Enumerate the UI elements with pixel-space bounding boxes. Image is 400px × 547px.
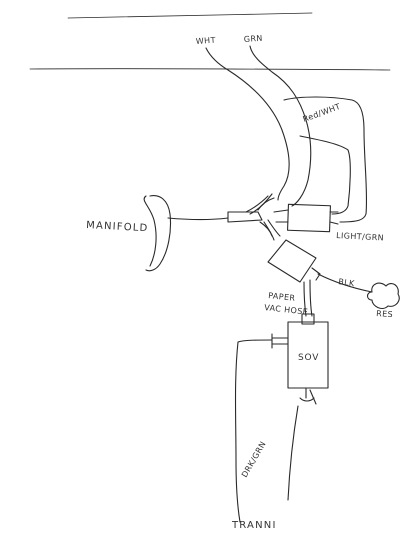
label-paper: PAPER [268, 291, 296, 303]
label-res: RES [376, 309, 393, 319]
wire-red-wht [283, 96, 368, 223]
tee-left-arm [245, 195, 269, 213]
upper-solenoid-box [287, 203, 331, 233]
lower-solenoid-box [267, 239, 317, 283]
sov-bottom-terminal [299, 387, 317, 405]
tee-left-arm-2 [249, 193, 273, 215]
upper-solenoid-terminal [329, 211, 339, 225]
wire-drk-grn [234, 339, 273, 523]
sov-side-port [271, 333, 289, 349]
hose-to-upper-solenoid [273, 209, 289, 223]
tee-body [227, 211, 263, 223]
reservoir-cloud [366, 282, 400, 309]
label-tranny: TRANNI [231, 520, 277, 531]
wire-grn [249, 45, 312, 207]
sov-box [287, 321, 329, 389]
wire-wht [205, 47, 290, 201]
hose-to-sov [303, 279, 313, 317]
wire-blk [317, 273, 373, 293]
label-grn: GRN [244, 34, 264, 44]
lower-solenoid-nub [311, 267, 321, 281]
wire-red-wht-inner [299, 135, 351, 215]
label-blk: BLK [338, 277, 356, 288]
manifold-hose [167, 217, 229, 221]
second-rule-line [29, 68, 391, 71]
label-sov: SOV [298, 353, 319, 363]
wire-drk-grn-2 [287, 405, 299, 501]
label-red-wht: Red/WHT [302, 102, 342, 124]
top-rule-line [67, 12, 313, 19]
tee-junction [257, 197, 275, 237]
sov-top-fitting [301, 313, 315, 325]
label-manifold: MANIFOLD [86, 220, 149, 234]
label-wht: WHT [196, 36, 217, 46]
label-light-grn: LIGHT/GRN [336, 231, 384, 242]
tee-right-arm-2 [267, 219, 281, 237]
manifold-fitting [143, 195, 172, 272]
label-drk-grn: DRK/GRN [240, 440, 268, 479]
